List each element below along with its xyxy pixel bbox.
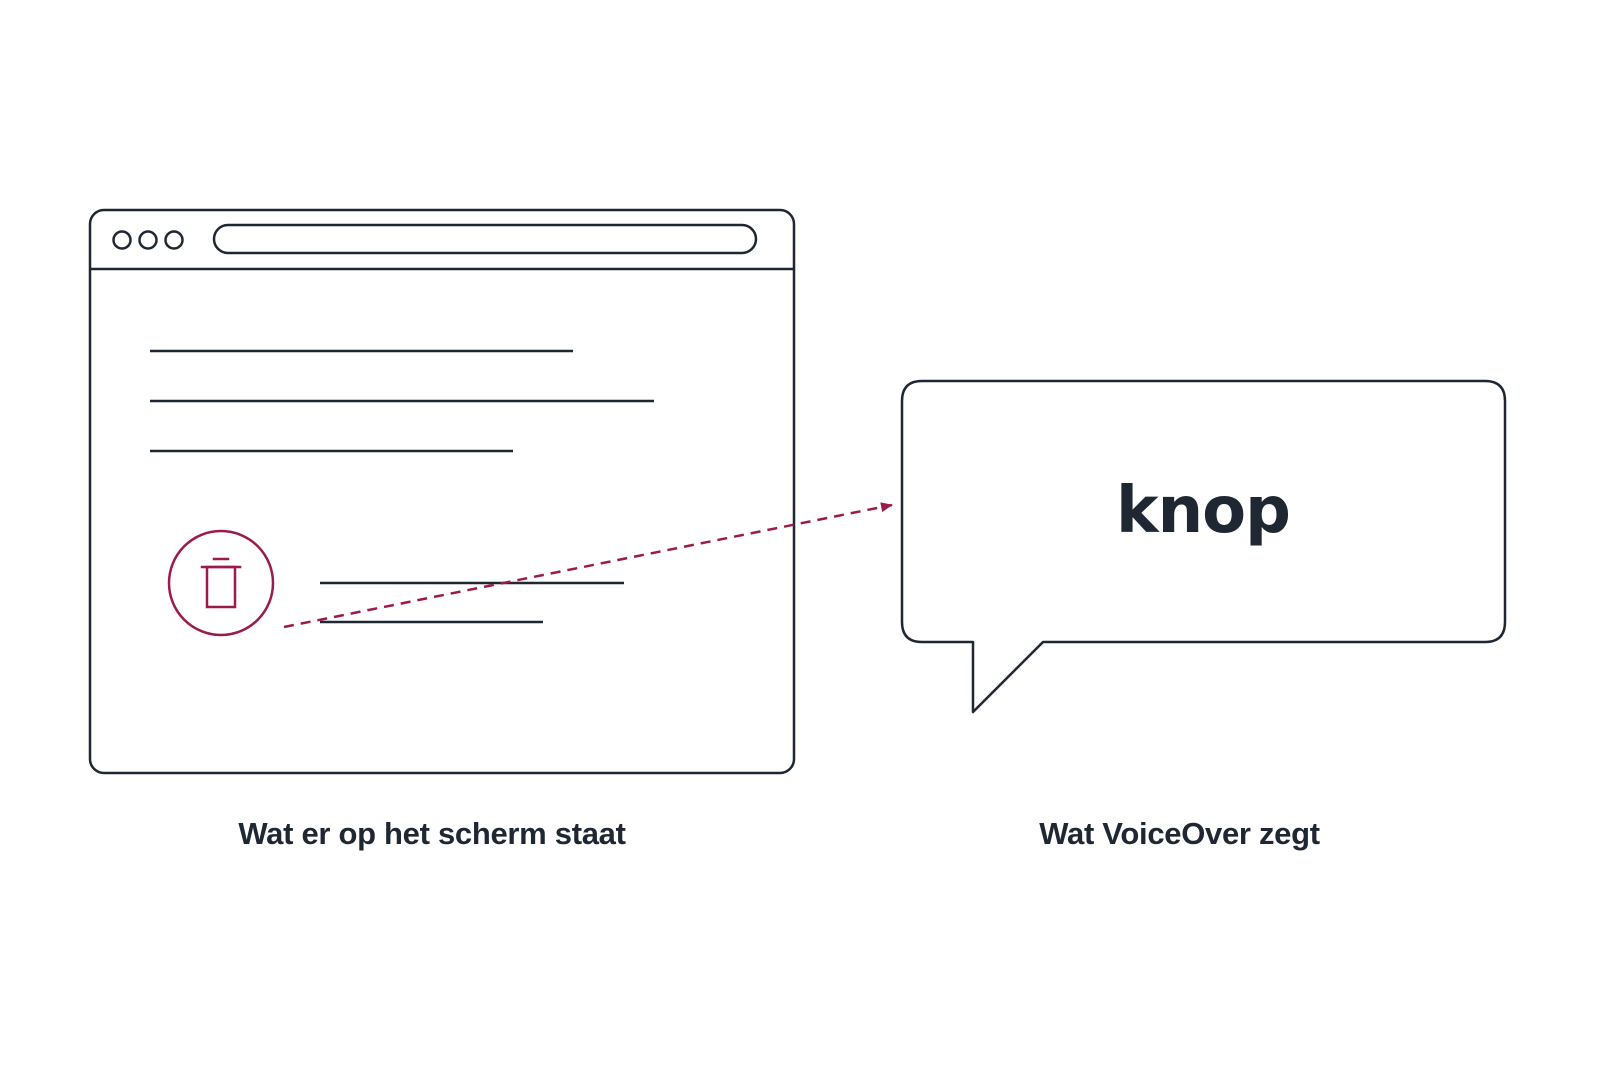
browser-frame — [88, 208, 796, 775]
speech-bubble: knop — [900, 379, 1507, 714]
delete-button[interactable] — [167, 529, 275, 637]
trash-icon — [200, 557, 242, 609]
speech-bubble-text: knop — [1116, 474, 1290, 548]
speech-bubble-outline — [900, 379, 1507, 714]
caption-voiceover: Wat VoiceOver zegt — [1039, 816, 1320, 851]
address-bar — [212, 223, 758, 255]
dashed-arrow — [283, 502, 893, 629]
browser-window — [88, 208, 796, 775]
delete-button-circle — [167, 529, 275, 637]
window-dots-icon — [112, 230, 184, 250]
caption-screen: Wat er op het scherm staat — [238, 816, 626, 851]
